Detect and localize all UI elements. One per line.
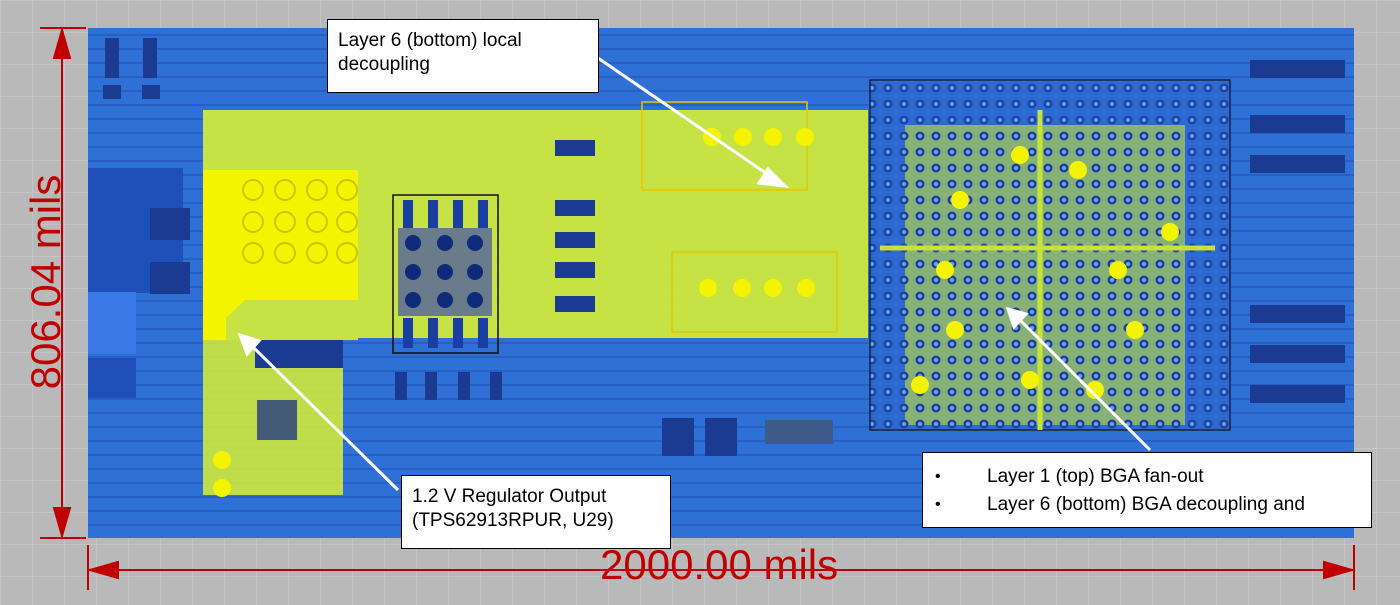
callout-regulator-output: 1.2 V Regulator Output (TPS62913RPUR, U2… [401,475,671,549]
board-width-dimension-label: 2000.00 mils [600,541,839,588]
dimension-lines [40,26,1356,590]
regulator-vias [242,179,358,264]
callout-bga-item-label: Layer 1 (top) BGA fan-out [987,466,1204,487]
callout-decoupling-line-1: Layer 6 (bottom) local [338,30,522,51]
regulator-ic-u29 [392,194,499,354]
callout-bga-fanout: • Layer 1 (top) BGA fan-out • Layer 6 (b… [922,452,1372,528]
callout-bga-item: • Layer 6 (bottom) BGA decoupling and [935,491,1361,519]
callout-regulator-line-1: 1.2 V Regulator Output [412,486,607,507]
bullet-icon: • [935,496,941,513]
callout-bga-item-label: Layer 6 (bottom) BGA decoupling and [987,494,1305,515]
callout-layer6-local-decoupling: Layer 6 (bottom) local decoupling [327,19,599,93]
bga-package [869,79,1231,431]
callout-regulator-line-2: (TPS62913RPUR, U29) [412,510,614,531]
callout-decoupling-line-2: decoupling [338,54,430,75]
board-height-dimension-label: 806.04 mils [22,174,69,390]
callout-arrows [237,56,1152,492]
bullet-icon: • [935,468,941,485]
small-components [103,38,1345,456]
callout-bga-item: • Layer 1 (top) BGA fan-out [935,463,1361,491]
regulator-output-vias [213,451,231,497]
